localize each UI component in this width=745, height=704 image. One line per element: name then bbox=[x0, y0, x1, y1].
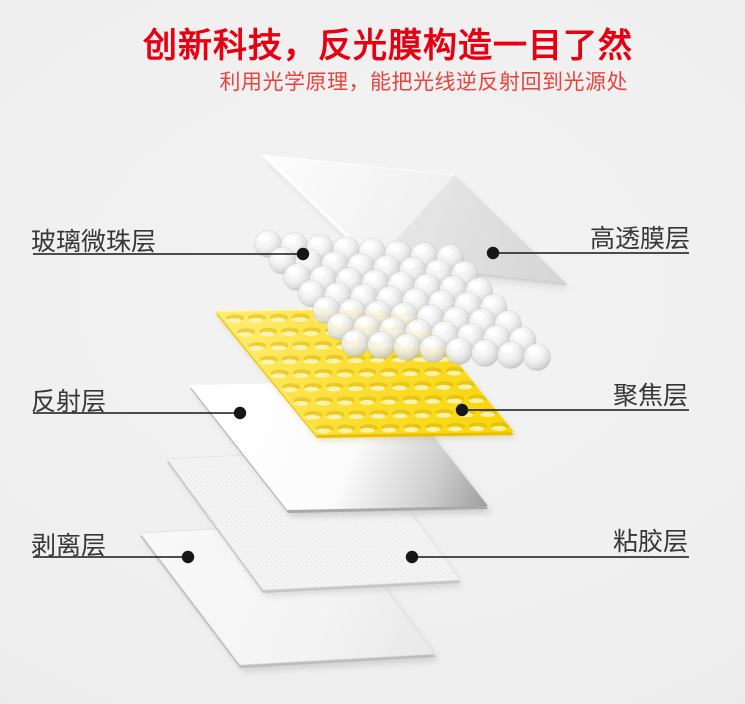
label-adhesive-layer: 粘胶层 bbox=[612, 528, 688, 556]
label-focus-layer: 聚焦层 bbox=[612, 382, 688, 410]
callout-dot-top-film bbox=[486, 246, 500, 260]
callout-dot-focus bbox=[455, 403, 469, 417]
label-top-film-layer: 高透膜层 bbox=[589, 225, 690, 253]
callout-dot-adhesive bbox=[405, 550, 419, 564]
page-title: 创新科技，反光膜构造一目了然 bbox=[143, 27, 633, 65]
page-subtitle: 利用光学原理，能把光线逆反射回到光源处 bbox=[219, 71, 628, 94]
label-reflective-layer: 反射层 bbox=[31, 388, 107, 416]
callout-dots bbox=[181, 246, 500, 564]
label-release-layer: 剥离层 bbox=[31, 532, 107, 560]
callout-lines bbox=[33, 252, 689, 558]
callout-dot-release bbox=[181, 550, 195, 564]
callout-dot-reflective bbox=[233, 406, 247, 420]
callout-dot-glass-beads bbox=[296, 247, 310, 261]
glass-beads-layer-shape bbox=[254, 230, 551, 371]
label-glass-beads-layer: 玻璃微珠层 bbox=[31, 228, 157, 256]
